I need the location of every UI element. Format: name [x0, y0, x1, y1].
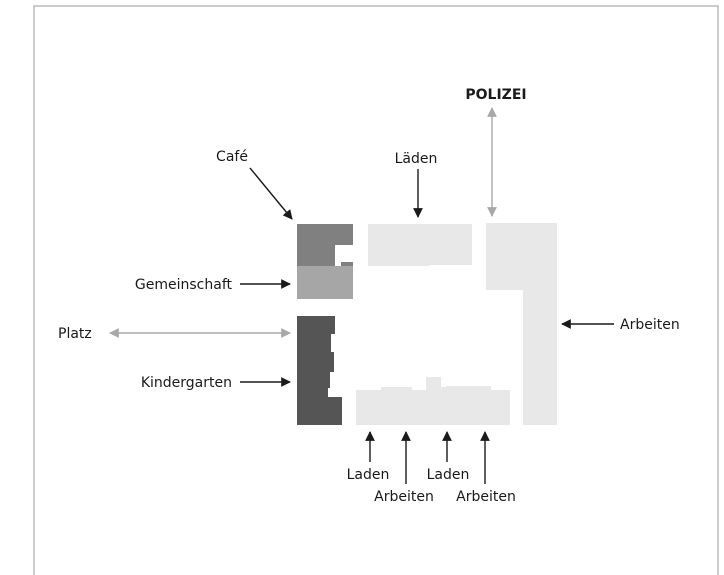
kindergarten-label: Kindergarten	[141, 375, 232, 391]
platz-label: Platz	[58, 326, 92, 342]
cafe-block	[297, 224, 353, 266]
gemeinschaft-block	[297, 266, 353, 299]
laden-1-label: Laden	[347, 467, 390, 483]
cafe-label: Café	[216, 149, 248, 165]
gemeinschaft-label: Gemeinschaft	[135, 277, 233, 293]
arbeiten-1-label: Arbeiten	[374, 489, 434, 505]
polizei-label: POLIZEI	[465, 87, 526, 103]
laeden-top-building	[368, 224, 472, 266]
arbeiten-right-label: Arbeiten	[620, 317, 680, 333]
cafe-notch-ledge	[341, 262, 353, 266]
laeden-top-label: Läden	[395, 151, 438, 167]
arbeiten-2-label: Arbeiten	[456, 489, 516, 505]
kindergarten-block	[297, 316, 342, 425]
cafe-arrow	[249, 167, 293, 220]
page-frame	[33, 5, 719, 575]
bottom-shops-building	[356, 377, 510, 425]
polizei-arbeiten-building	[486, 223, 557, 425]
laden-2-label: Laden	[427, 467, 470, 483]
